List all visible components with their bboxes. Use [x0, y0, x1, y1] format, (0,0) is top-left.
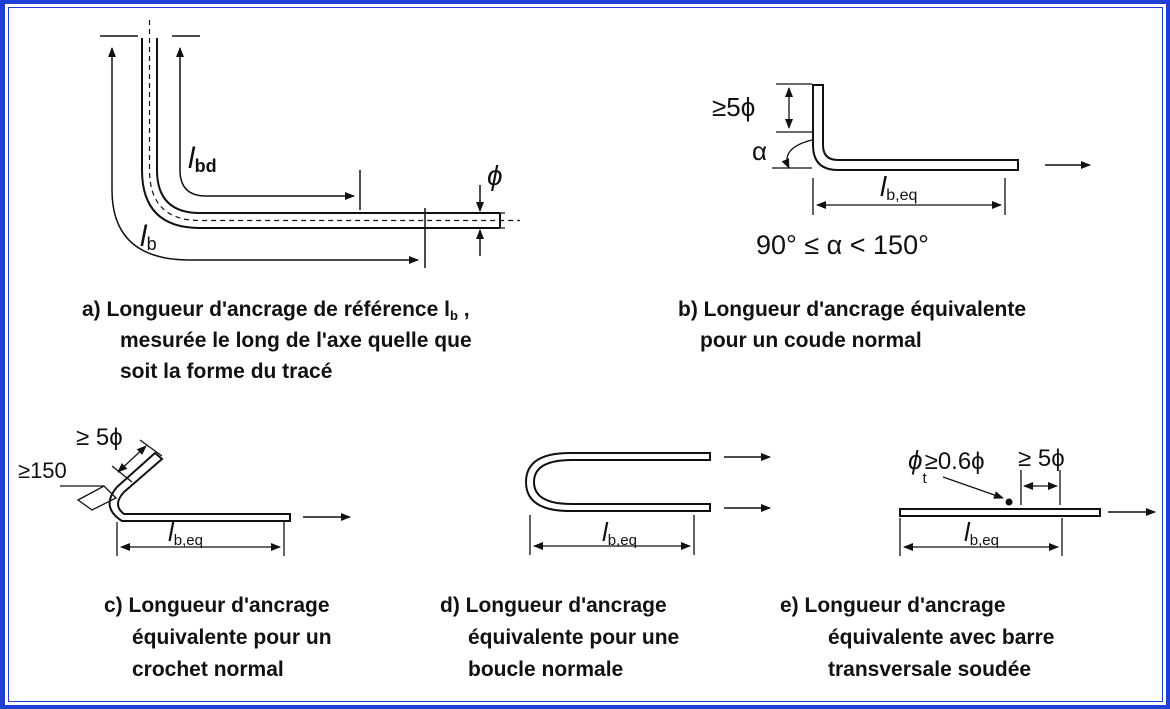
bar-b	[812, 84, 1019, 171]
angle-150	[76, 485, 118, 511]
diagram-d	[524, 452, 771, 555]
label-lbeq-c: lb,eq	[168, 517, 203, 549]
label-150: ≥150	[18, 458, 67, 483]
leader-e	[942, 476, 1004, 499]
dim-5phi-c	[117, 445, 147, 473]
alpha-arc	[781, 139, 813, 169]
label-phi-t: ϕt≥0.6ϕ	[908, 445, 985, 487]
caption-c: c) Longueur d'ancrage équivalente pour u…	[104, 594, 337, 681]
label-5phi-e: ≥ 5ϕ	[1018, 445, 1065, 472]
bar-a-axis	[148, 20, 520, 222]
label-lbeq-e: lb,eq	[964, 517, 999, 549]
label-5phi-b: ≥5ϕ	[712, 92, 755, 122]
label-lbd: lbd	[188, 142, 217, 176]
label-lb: lb	[140, 220, 157, 254]
transverse-bar-dot	[1005, 498, 1013, 506]
diagram-b	[772, 83, 1091, 215]
bar-c	[108, 451, 291, 522]
caption-e: e) Longueur d'ancrage équivalente avec b…	[780, 594, 1060, 681]
caption-d: d) Longueur d'ancrage équivalente pour u…	[440, 594, 685, 681]
label-lbeq-d: lb,eq	[602, 517, 637, 549]
label-5phi-c: ≥ 5ϕ	[76, 424, 123, 451]
caption-b: b) Longueur d'ancrage équivalente pour u…	[678, 298, 1032, 352]
diagram-a	[100, 20, 520, 268]
dim-lb	[108, 47, 419, 264]
label-lbeq-b: lb,eq	[880, 171, 917, 204]
dim-lbd	[176, 47, 355, 200]
diagram-c	[60, 439, 351, 556]
label-angle-range: 90° ≤ α < 150°	[756, 230, 929, 260]
caption-a: a) Longueur d'ancrage de référence lb , …	[82, 298, 477, 383]
bar-a-outer	[141, 38, 500, 229]
diagram-e	[899, 470, 1156, 556]
bar-d	[524, 452, 711, 512]
bar-a-inner	[156, 38, 500, 214]
label-phi-a: ϕ	[487, 160, 503, 191]
bar-e	[899, 508, 1101, 517]
label-alpha: α	[752, 136, 767, 166]
